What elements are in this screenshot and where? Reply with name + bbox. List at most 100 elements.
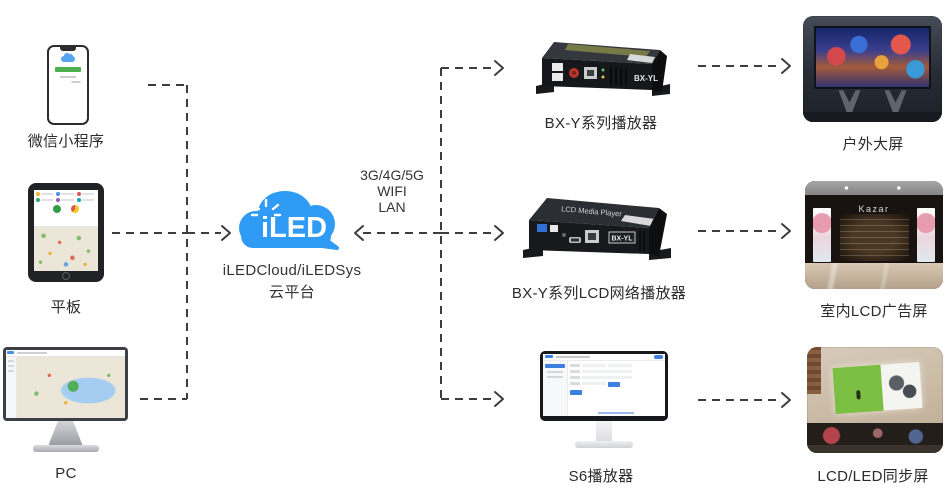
form-label [570, 364, 580, 367]
arrowhead-into-cloud-left [221, 225, 231, 241]
form-value [582, 376, 632, 379]
s6-nav-item [547, 376, 563, 378]
s6-nav-item [547, 371, 563, 373]
lcd-ad-panel-left [813, 208, 832, 262]
pc-stand-base [32, 445, 99, 452]
label-bx-player: BX-Y系列播放器 [544, 115, 658, 132]
label-tablet: 平板 [50, 299, 82, 316]
form-row [570, 370, 664, 373]
bx-player-device: BX-YL [536, 42, 670, 96]
screen-content-green [832, 364, 884, 414]
mall-ceiling [805, 181, 943, 196]
connectivity-line-1: 3G/4G/5G [360, 167, 424, 183]
tablet-dashboard-mock [34, 190, 98, 228]
label-outdoor-screen: 户外大屏 [842, 136, 904, 153]
usb-port [552, 73, 563, 81]
stat-chip [36, 192, 54, 196]
store-sign-text: Kazar [858, 203, 890, 214]
form-value [582, 370, 632, 373]
outdoor-led-photo [803, 16, 942, 122]
wall-led-screen [832, 362, 923, 414]
hdmi-slot [571, 238, 579, 242]
arrowhead-bx-player [494, 60, 504, 76]
screen-leg [884, 90, 907, 113]
chart-row [36, 205, 96, 213]
cloud-platform-subtitle: 云平台 [269, 284, 315, 301]
mall-floor [805, 263, 943, 289]
lcd-network-player-device: LCD Media Player BX-YL [523, 198, 671, 260]
outdoor-led-screen [814, 25, 931, 90]
s6-player-illustration [540, 351, 668, 448]
pc-stand-neck [48, 421, 83, 445]
mall-floor [807, 444, 943, 453]
tablet-illustration [28, 183, 104, 282]
vent [639, 231, 641, 251]
form-value [608, 364, 632, 367]
label-sync-screen: LCD/LED同步屏 [817, 468, 929, 485]
wood-beam [807, 347, 821, 394]
pc-logo-mock [7, 351, 14, 354]
label-pc: PC [55, 465, 77, 482]
stat-chip [76, 198, 95, 202]
sidebar-line [8, 360, 14, 362]
usb-port [550, 225, 558, 232]
stat-dot [56, 198, 61, 202]
connectivity-line-2: WIFI [377, 183, 407, 199]
stat-dot [56, 192, 61, 196]
stat-dot [76, 192, 81, 196]
pc-monitor-frame [3, 347, 128, 421]
stat-line [61, 199, 74, 201]
form-row [570, 376, 664, 379]
arrowhead-into-cloud-right [354, 225, 364, 241]
stat-dot [76, 198, 81, 202]
device-right-face [652, 50, 667, 92]
device-badge: BX-YL [634, 74, 658, 83]
stat-chip [56, 198, 74, 202]
lcd-ad-panel-right [916, 208, 935, 262]
s6-topbar-mock [543, 354, 665, 361]
stat-line [81, 193, 95, 195]
s6-stand-base [575, 441, 633, 448]
pc-screen [6, 350, 125, 418]
form-label [570, 370, 580, 373]
submit-button-mock [570, 390, 582, 395]
label-s6-player: S6播放器 [568, 468, 634, 485]
cloud-logo-text: iLED [261, 212, 327, 244]
stat-line [41, 199, 54, 201]
s6-form-mock [568, 361, 664, 416]
phone-login-button-mock [55, 67, 81, 72]
form-value [582, 382, 606, 385]
pie-chart [71, 205, 79, 213]
form-label [570, 376, 580, 379]
stat-dot [36, 192, 40, 196]
stat-chip [76, 192, 95, 196]
sparkle-ray [252, 203, 261, 211]
cloud-platform-title: iLEDCloud/iLEDSys [222, 262, 362, 279]
stat-chip [56, 192, 74, 196]
arrowhead-lcd-player [494, 225, 504, 241]
vent [625, 68, 627, 86]
antenna-jack-center [572, 71, 576, 75]
badge-plate [608, 231, 636, 244]
store-interior [839, 214, 909, 261]
pc-title-line [17, 352, 47, 354]
vent [643, 231, 645, 251]
sync-screen-photo [807, 347, 943, 453]
s6-stand-neck [596, 421, 612, 441]
green-blob-chart [53, 205, 61, 213]
label-wechat-miniprogram: 微信小程序 [27, 133, 105, 150]
usb-port [552, 63, 563, 71]
connectivity-line-3: LAN [378, 199, 406, 215]
footer-link-mock [598, 412, 634, 414]
tablet-map-mock [34, 226, 98, 271]
form-row [570, 364, 664, 367]
s6-logo-mock [545, 355, 553, 358]
pc-map-mock [17, 357, 125, 418]
arrowhead-indoor [781, 223, 791, 239]
pc-illustration [3, 347, 128, 452]
ground [803, 112, 942, 122]
form-label [570, 382, 580, 385]
white-sticker [627, 54, 655, 63]
sparkle-icon [250, 198, 282, 217]
